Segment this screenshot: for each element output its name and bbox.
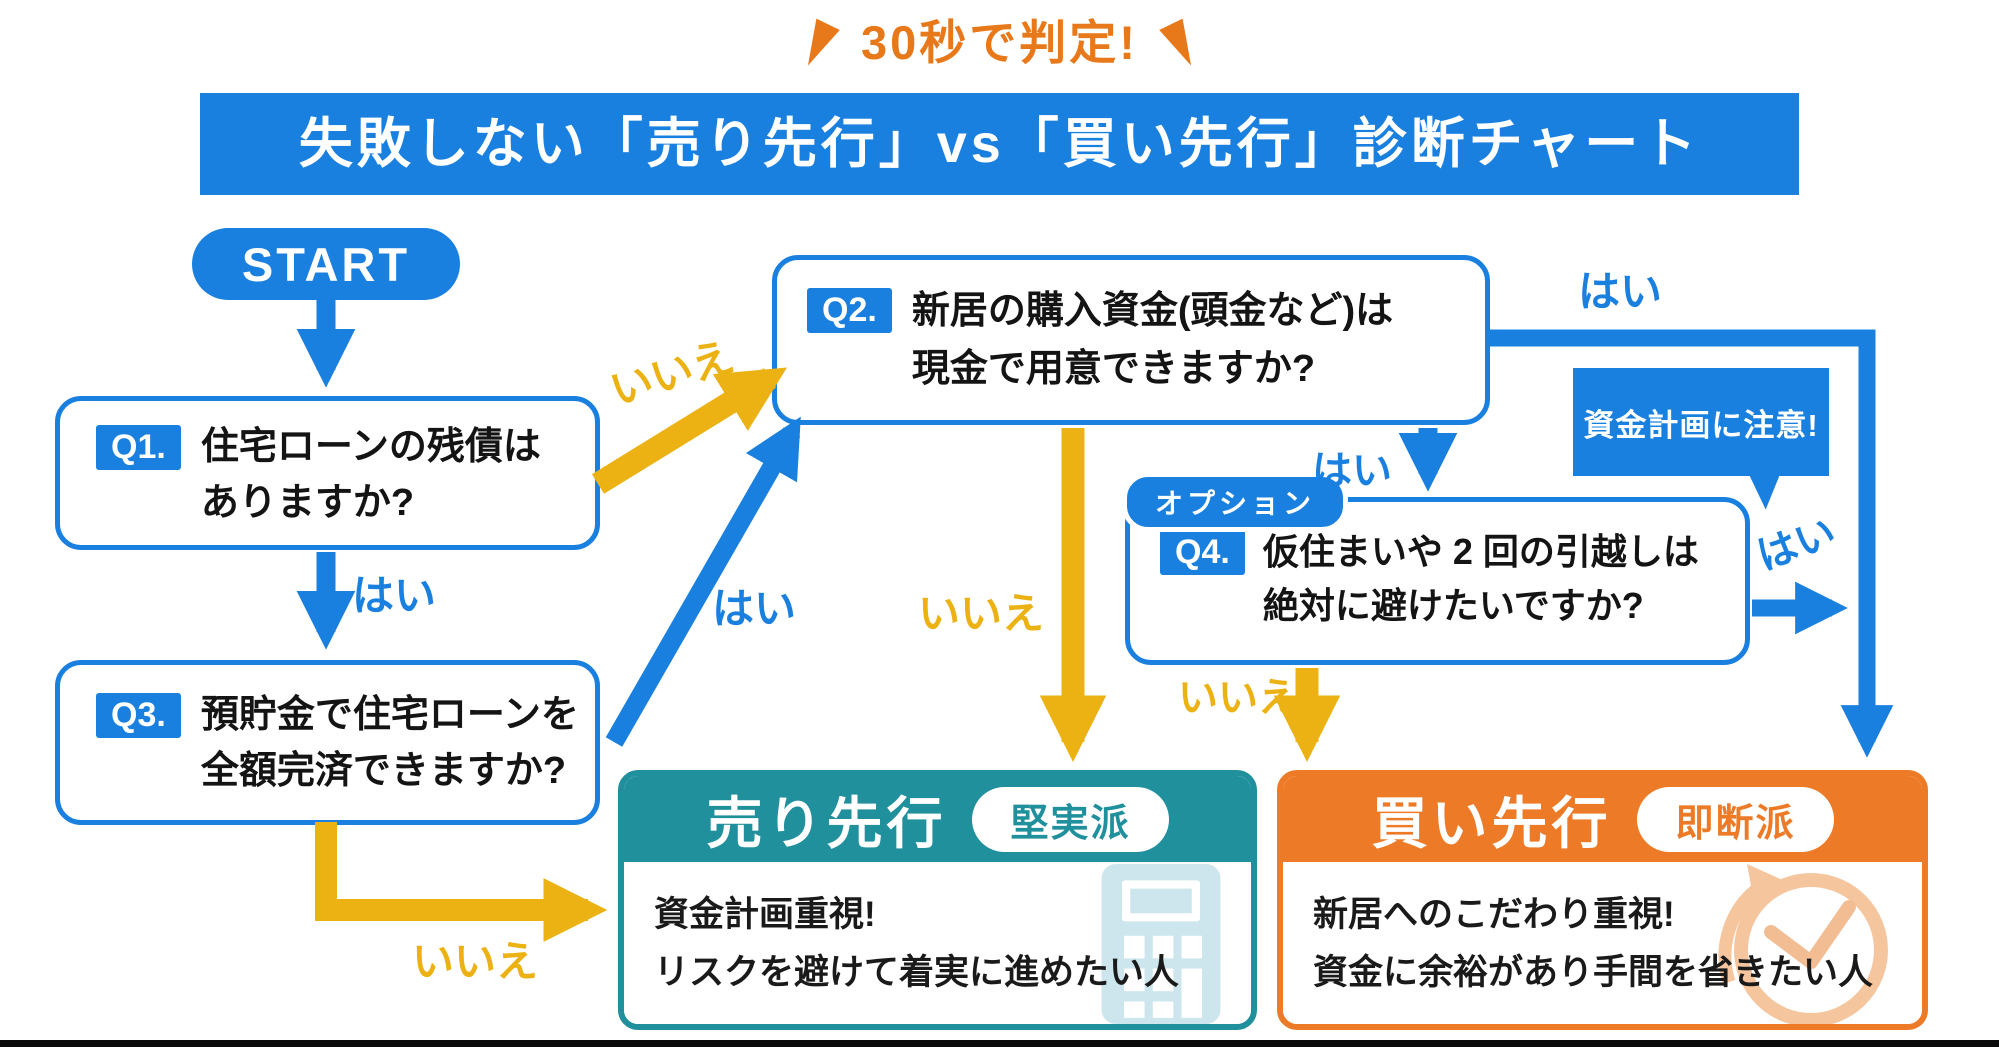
sell-badge: 堅実派 [972,786,1169,852]
right-wedge-icon [1159,18,1203,72]
label-q1-yes: はい [352,572,437,619]
top-badge: 30秒で判定! [0,12,1999,73]
sell-line2: リスクを避けて着実に進めたい人 [654,953,1180,992]
q3-line1: 預貯金で住宅ローンを [200,694,579,736]
result-box-buy-first: 買い先行 即断派 新居へのこだわり重視! 資金に余裕があり手間を省きたい人 [1277,770,1928,1030]
bottom-border-line [0,1040,1999,1047]
arrow-q3-to-sell-no [315,822,608,942]
q2-tag: Q2. [807,288,892,333]
question-box-q3: Q3. 預貯金で住宅ローンを 全額完済できますか? [55,660,600,825]
buy-line1: 新居へのこだわり重視! [1313,895,1675,934]
caution-note-bubble: 資金計画に注意! [1573,368,1829,512]
q3-tag: Q3. [96,693,181,738]
caution-note-text: 資金計画に注意! [1583,407,1819,443]
buy-body: 新居へのこだわり重視! 資金に余裕があり手間を省きたい人 [1283,862,1922,1024]
buy-line2: 資金に余裕があり手間を省きたい人 [1313,953,1874,992]
q2-text: 新居の購入資金(頭金など)は 現金で用意できますか? [912,282,1393,398]
sell-title: 売り先行 [706,791,947,855]
label-q4-no: いいえ [1178,676,1298,720]
sell-header: 売り先行 堅実派 [624,776,1251,862]
label-q1-no: いいえ [604,332,740,415]
buy-title: 買い先行 [1371,791,1612,855]
label-q2-no: いいえ [918,590,1045,637]
sell-body: 資金計画重視! リスクを避けて着実に進めたい人 [624,862,1251,1024]
label-q4-yes: はい [1751,510,1842,580]
q4-option-pill: オプション [1122,472,1349,532]
sell-line1: 資金計画重視! [654,895,876,934]
result-box-sell-first: 売り先行 堅実派 資金計画重視! リス [618,770,1257,1030]
q1-tag: Q1. [96,425,181,470]
clock-icon [1699,862,1904,1024]
q3-line2: 全額完済できますか? [200,750,567,792]
q1-line2: ありますか? [200,482,415,524]
q2-line2: 現金で用意できますか? [911,348,1316,390]
q4-text: 仮住まいや 2 回の引越しは 絶対に避けたいですか? [1263,525,1699,633]
q1-text: 住宅ローンの残債は ありますか? [201,419,541,531]
top-badge-text: 30秒で判定! [861,16,1138,69]
question-box-q2: Q2. 新居の購入資金(頭金など)は 現金で用意できますか? [772,255,1490,425]
left-wedge-icon [796,18,840,72]
label-q2-yes-down: はい [1312,449,1392,493]
q3-text: 預貯金で住宅ローンを 全額完済できますか? [201,687,579,799]
start-node: START [192,228,460,300]
buy-header: 買い先行 即断派 [1283,776,1922,862]
q1-line1: 住宅ローンの残債は [200,426,541,468]
q2-line1: 新居の購入資金(頭金など)は [911,290,1394,332]
buy-badge: 即断派 [1637,786,1834,852]
title-banner: 失敗しない「売り先行」vs「買い先行」診断チャート [200,93,1799,195]
note-tail [1748,468,1788,512]
question-box-q1: Q1. 住宅ローンの残債は ありますか? [55,396,600,550]
q4-line1: 仮住まいや 2 回の引越しは [1262,531,1699,572]
label-q3-no: いいえ [412,938,539,985]
q4-tag: Q4. [1160,530,1245,575]
label-q3-yes: はい [712,585,797,632]
calculator-icon [1099,864,1223,1024]
q4-line2: 絶対に避けたいですか? [1262,585,1644,626]
label-q2-yes-right: はい [1578,268,1663,315]
